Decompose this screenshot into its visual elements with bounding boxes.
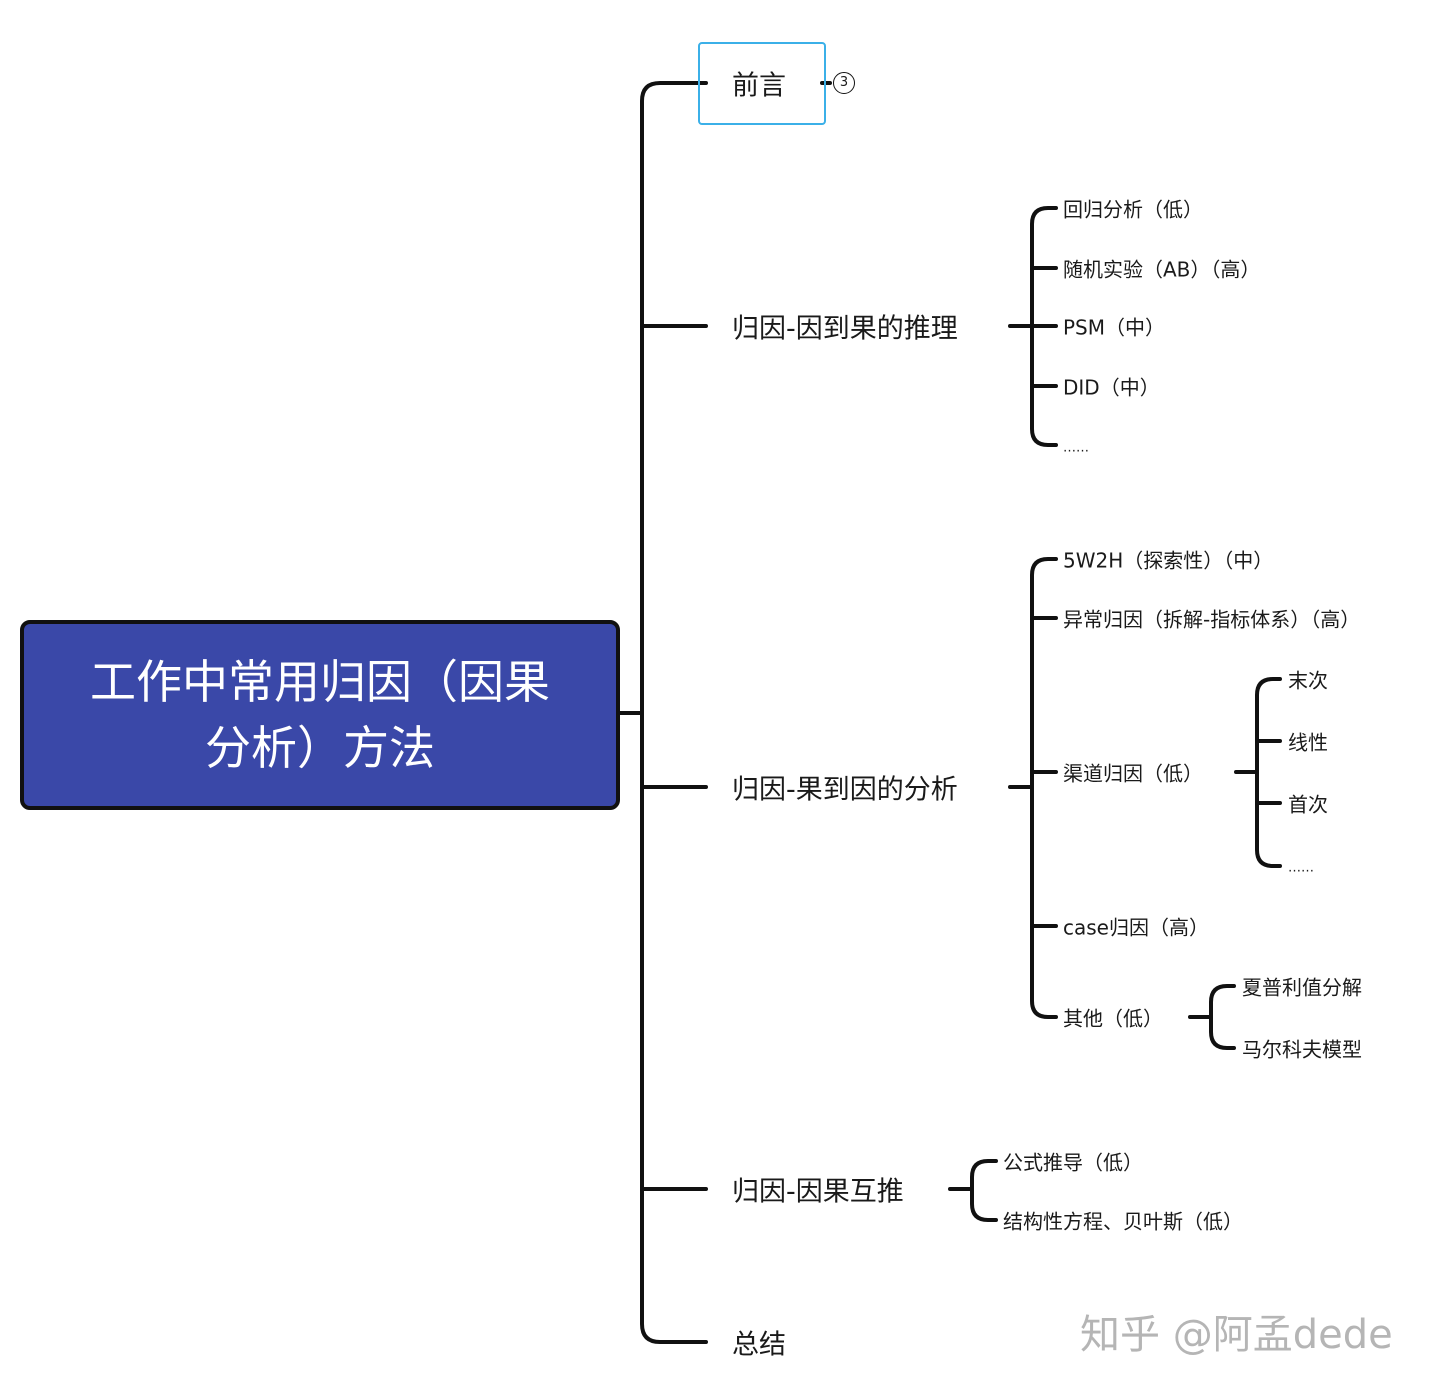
intro-node[interactable]: 前言 [732,70,786,102]
effect-to-cause-node[interactable]: 归因-果到因的分析 [732,774,958,806]
cause-to-effect-node[interactable]: 归因-因到果的推理 [732,313,958,345]
list-item[interactable]: 回归分析（低） [1063,197,1203,222]
list-item[interactable]: PSM（中） [1063,315,1166,340]
intro-node-box[interactable] [698,42,826,125]
mutual-inference-node[interactable]: 归因-因果互推 [732,1176,904,1208]
root-title-line1: 工作中常用归因（因果 [90,655,550,709]
list-item[interactable]: 线性 [1288,730,1328,755]
list-item[interactable]: 渠道归因（低） [1063,761,1203,786]
list-item[interactable]: 5W2H（探索性）（中） [1063,548,1274,573]
list-item[interactable]: 异常归因（拆解-指标体系）（高） [1063,607,1361,632]
list-item[interactable]: 末次 [1288,668,1328,693]
list-item[interactable]: …… [1288,860,1314,876]
root-title-line2: 分析）方法 [205,721,435,775]
collapsed-count-badge[interactable]: 3 [833,72,855,94]
list-item[interactable]: 夏普利值分解 [1242,975,1362,1000]
list-item[interactable]: 马尔科夫模型 [1242,1037,1362,1062]
list-item[interactable]: 公式推导（低） [1003,1150,1143,1175]
root-node[interactable]: 工作中常用归因（因果 分析）方法 [20,620,620,810]
list-item[interactable]: DID（中） [1063,375,1160,400]
list-item[interactable]: case归因（高） [1063,915,1209,940]
list-item[interactable]: …… [1063,440,1089,456]
list-item[interactable]: 首次 [1288,792,1328,817]
watermark: 知乎 @阿孟dede [1080,1312,1393,1358]
summary-node[interactable]: 总结 [732,1329,786,1361]
list-item[interactable]: 随机实验（AB）（高） [1063,257,1261,282]
list-item[interactable]: 结构性方程、贝叶斯（低） [1003,1209,1243,1234]
list-item[interactable]: 其他（低） [1063,1006,1163,1031]
